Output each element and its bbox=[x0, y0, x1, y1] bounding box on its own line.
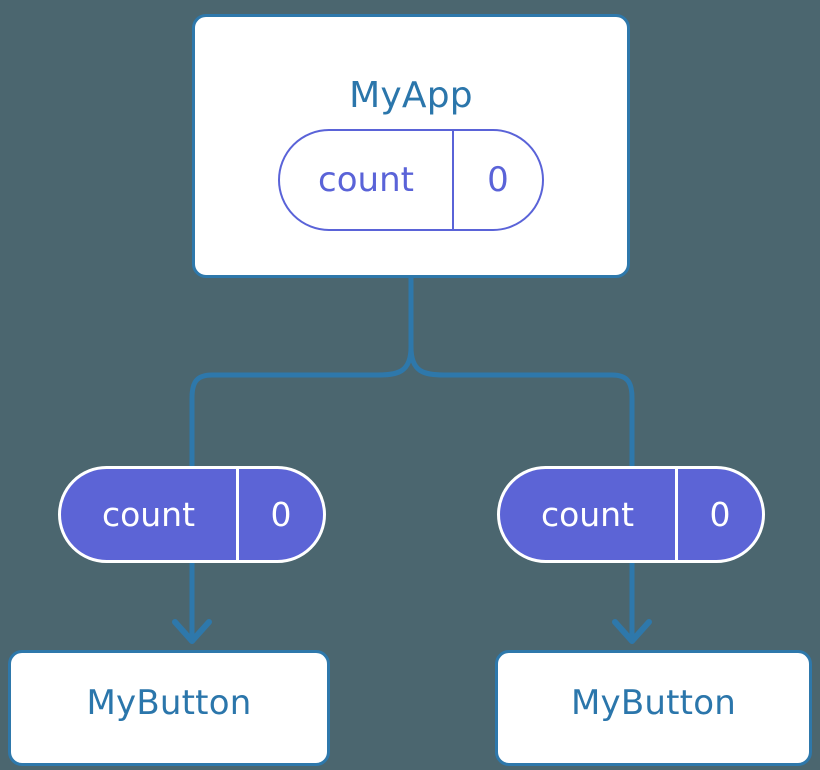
connector-fork-left bbox=[189, 344, 414, 469]
props-pill-child-right-value: 0 bbox=[675, 469, 762, 560]
props-pill-child-left-key: count bbox=[101, 495, 196, 534]
component-box-child-left[interactable]: MyButton bbox=[8, 650, 330, 766]
state-pill-root[interactable]: count 0 bbox=[278, 129, 544, 231]
connector-fork-right bbox=[408, 344, 635, 469]
component-title-child-right: MyButton bbox=[571, 683, 736, 723]
props-pill-child-right-key: count bbox=[540, 495, 635, 534]
arrowhead-left bbox=[172, 619, 212, 644]
props-pill-child-left-value: 0 bbox=[236, 469, 323, 560]
props-pill-child-left[interactable]: count 0 bbox=[58, 466, 326, 563]
component-title-root: MyApp bbox=[349, 75, 473, 116]
props-pill-child-right[interactable]: count 0 bbox=[497, 466, 765, 563]
state-pill-root-value: 0 bbox=[452, 131, 542, 229]
component-title-child-left: MyButton bbox=[86, 683, 252, 723]
state-pill-root-key: count bbox=[318, 160, 414, 200]
component-box-child-right[interactable]: MyButton bbox=[495, 650, 812, 766]
arrowhead-right bbox=[612, 619, 652, 644]
